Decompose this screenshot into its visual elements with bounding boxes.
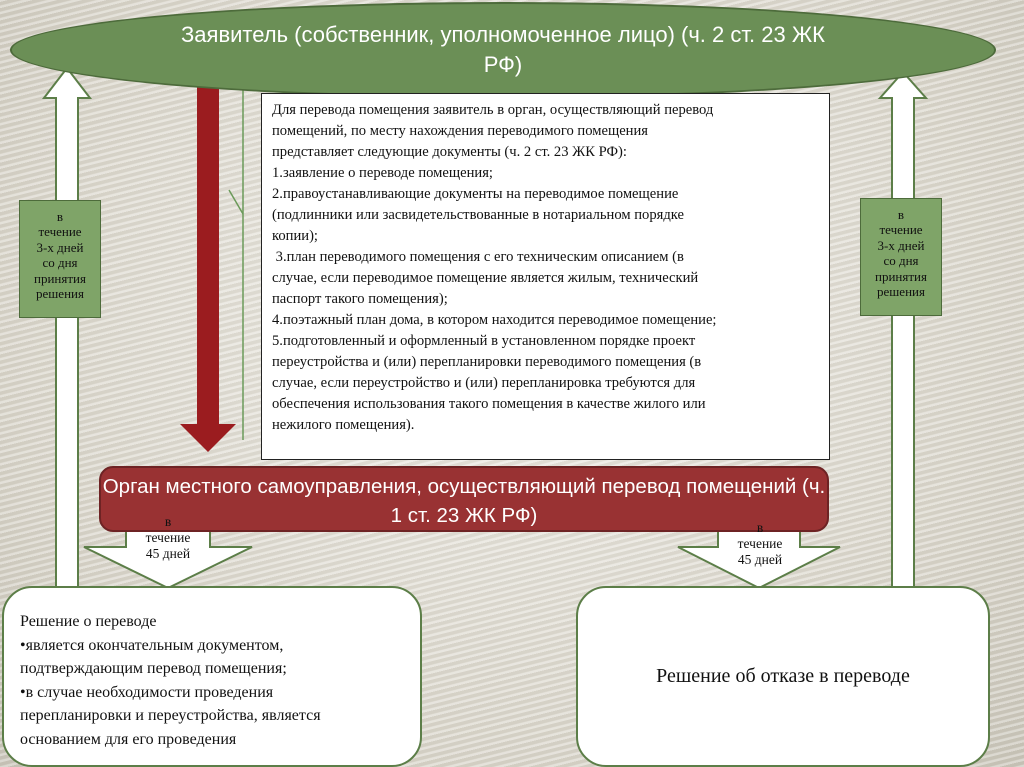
documents-line: случае, если переводимое помещение являе… (272, 270, 699, 286)
documents-line: случае, если переустройство и (или) пере… (272, 375, 696, 391)
side-label-line: решения (36, 286, 84, 302)
down-label-right: в течение 45 дней (720, 520, 800, 568)
down-label-line: в (756, 520, 764, 535)
documents-line: помещений, по месту нахождения переводим… (272, 123, 649, 139)
applicant-ellipse: Заявитель (собственник, уполномоченное л… (10, 2, 996, 98)
side-label-line: течение (38, 224, 82, 240)
authority-box: Орган местного самоуправления, осуществл… (99, 466, 829, 532)
documents-line: Для перевода помещения заявитель в орган… (272, 102, 714, 118)
documents-line: копии); (272, 228, 318, 244)
side-label-line: 3-х дней (877, 237, 925, 253)
down-label-line: 45 дней (145, 546, 191, 561)
documents-line: 5.подготовленный и оформленный в установ… (272, 333, 696, 349)
refuse-decision-box: Решение об отказе в переводе (576, 586, 990, 767)
side-label-line: течение (879, 222, 923, 238)
side-label-line: со дня (42, 255, 78, 271)
side-label-line: 3-х дней (36, 239, 84, 255)
side-label-line: принятия (875, 268, 927, 284)
down-label-left: в течение 45 дней (128, 514, 208, 562)
thin-up-arrow (228, 82, 244, 440)
approve-line: •является окончательным документом, (20, 636, 284, 654)
documents-line: (подлинники или засвидетельствованные в … (272, 207, 684, 223)
side-label-right: в течение 3-х дней со дня принятия решен… (860, 198, 942, 316)
side-label-line: в (897, 207, 905, 222)
documents-line: 3.план переводимого помещения с его техн… (272, 249, 684, 265)
up-arrow-right (877, 70, 929, 591)
approve-line: основанием для его проведения (20, 730, 237, 748)
approve-line: Решение о переводе (20, 613, 157, 630)
approve-decision-box: Решение о переводе •является окончательн… (2, 586, 422, 767)
documents-line: 4.поэтажный план дома, в котором находит… (272, 312, 717, 328)
side-label-line: решения (877, 284, 925, 300)
side-label-left: в течение 3-х дней со дня принятия решен… (19, 200, 101, 318)
down-label-line: в (164, 514, 172, 529)
documents-line: переустройства и (или) перепланировки пе… (272, 354, 702, 370)
documents-line: паспорт такого помещения); (272, 291, 448, 307)
up-arrow-left (41, 66, 93, 591)
refuse-text: Решение об отказе в переводе (656, 665, 910, 687)
down-label-line: течение (737, 536, 783, 551)
down-arrow-red (180, 74, 236, 452)
approve-line: перепланировки и переустройства, являетс… (20, 707, 321, 724)
documents-box: Для перевода помещения заявитель в орган… (261, 93, 830, 460)
down-label-line: 45 дней (737, 552, 783, 567)
down-label-line: течение (145, 530, 191, 545)
documents-line: обеспечения использования такого помещен… (272, 396, 706, 412)
documents-line: 1.заявление о переводе помещения; (272, 165, 493, 181)
approve-line: •в случае необходимости проведения (20, 683, 274, 701)
side-label-line: со дня (883, 253, 919, 269)
authority-text: Орган местного самоуправления, осуществл… (102, 475, 826, 527)
approve-line: подтверждающим перевод помещения; (20, 660, 287, 677)
documents-line: 2.правоустанавливающие документы на пере… (272, 186, 679, 202)
applicant-text: Заявитель (собственник, уполномоченное л… (181, 22, 825, 77)
documents-line: нежилого помещения). (272, 417, 415, 433)
side-label-line: в (56, 209, 64, 224)
side-label-line: принятия (34, 270, 86, 286)
documents-line: представляет следующие документы (ч. 2 с… (272, 144, 627, 160)
